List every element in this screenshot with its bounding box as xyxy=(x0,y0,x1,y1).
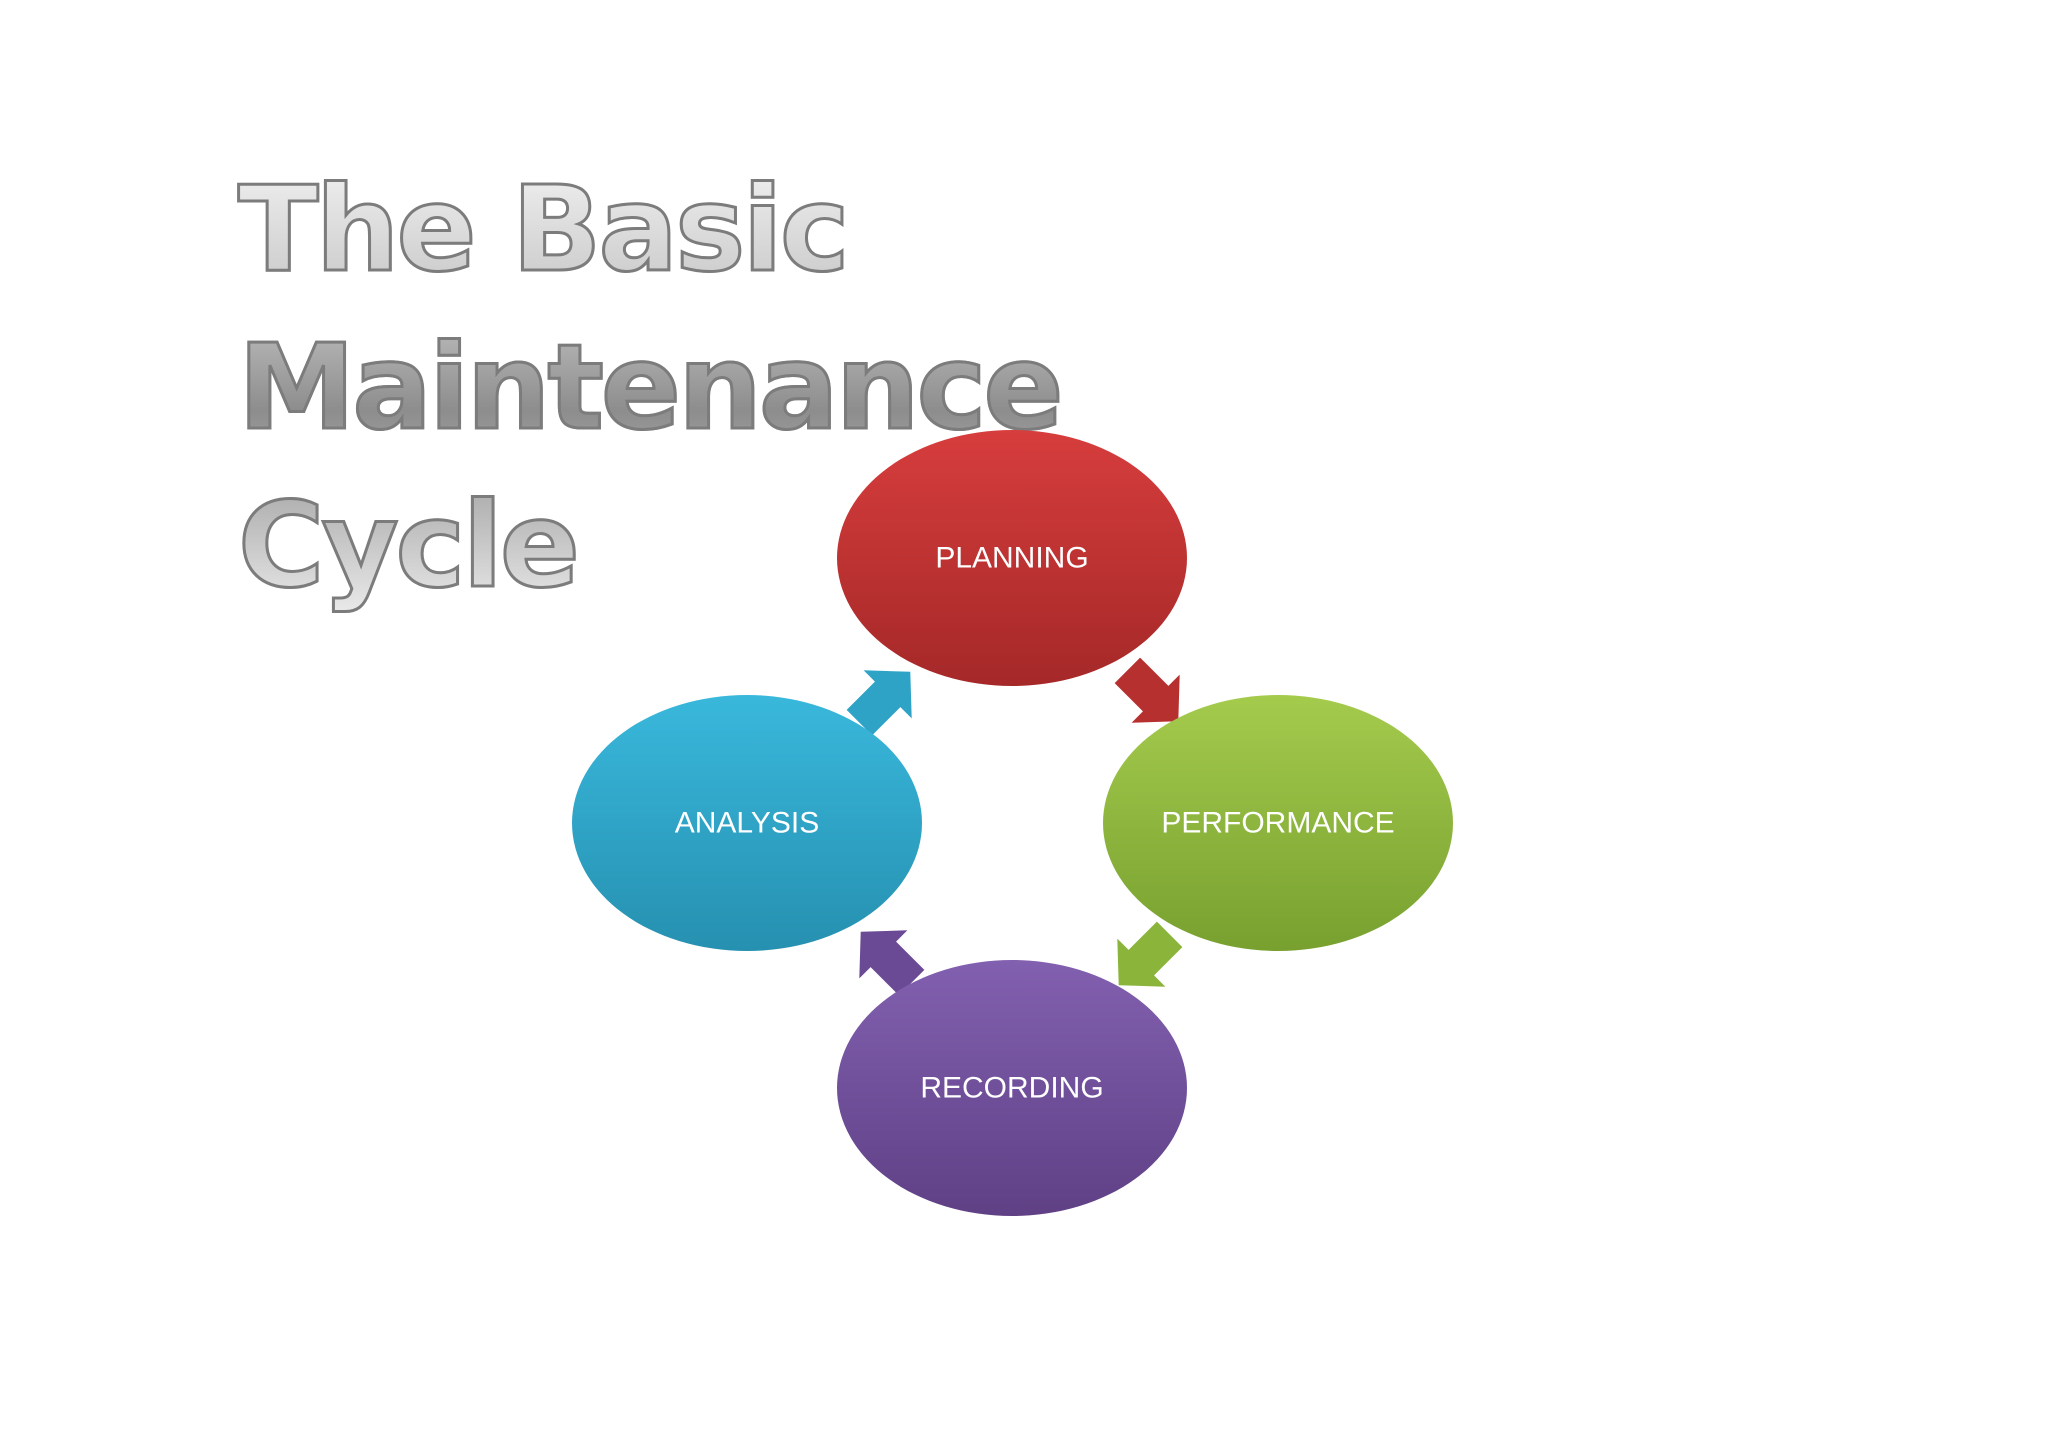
node-planning-label: PLANNING xyxy=(935,542,1088,575)
arrow-recording-to-analysis xyxy=(859,930,925,996)
node-recording: RECORDING xyxy=(837,960,1187,1216)
node-performance: PERFORMANCE xyxy=(1103,695,1453,951)
title-line-2: Cycle xyxy=(237,475,582,616)
node-analysis-shape xyxy=(572,695,922,951)
arrow-analysis-to-planning-shape xyxy=(846,670,912,736)
arrow-performance-to-recording xyxy=(1117,921,1183,987)
node-performance-label: PERFORMANCE xyxy=(1161,807,1394,840)
node-planning: PLANNING xyxy=(837,430,1187,686)
node-performance-shape xyxy=(1103,695,1453,951)
node-analysis-label: ANALYSIS xyxy=(675,807,820,840)
arrow-performance-to-recording-shape xyxy=(1117,921,1183,987)
node-recording-label: RECORDING xyxy=(920,1072,1103,1105)
arrow-analysis-to-planning xyxy=(846,670,912,736)
arrow-planning-to-performance-shape xyxy=(1114,657,1180,723)
arrow-planning-to-performance xyxy=(1114,657,1180,723)
node-analysis: ANALYSIS xyxy=(572,695,922,951)
slide-title: The Basic Maintenance Cycle xyxy=(237,150,1638,624)
node-recording-shape xyxy=(837,960,1187,1216)
title-line-1: The Basic Maintenance xyxy=(237,159,1066,458)
arrow-recording-to-analysis-shape xyxy=(859,930,925,996)
node-planning-shape xyxy=(837,430,1187,686)
